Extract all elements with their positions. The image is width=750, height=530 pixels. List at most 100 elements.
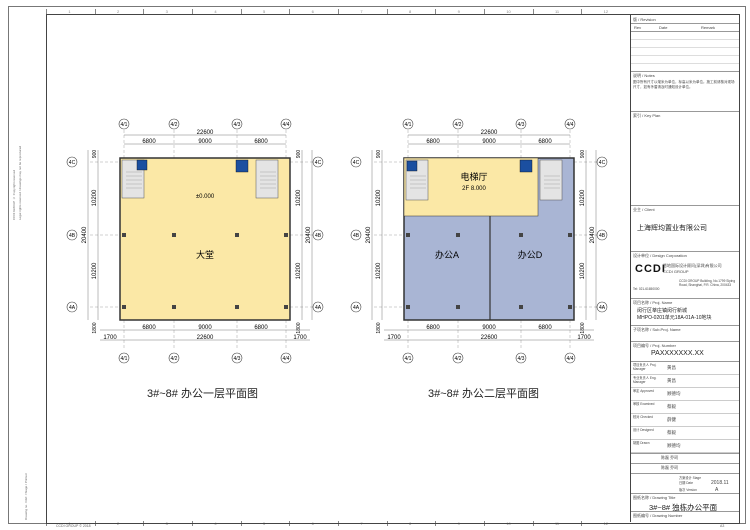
role-label: 项目负责人 Proj. Manager (633, 363, 657, 371)
dim-bottom-sub: 9000 (198, 325, 212, 331)
ruler-tick (192, 9, 193, 14)
side-note-1: CCDI GROUP © Copyright reserved (12, 169, 16, 220)
dim-bottom: 1700 (577, 335, 591, 341)
grid-label: 4/3 (518, 356, 525, 362)
side-note-3: Drawing no. / Ref. / Stage / Printed (24, 473, 28, 520)
grid-label: 4/4 (283, 122, 290, 128)
dim-bottom-sub: 6800 (254, 325, 268, 331)
dim-bottom: 22600 (197, 335, 214, 341)
grid-bubbles-top: 4/1 4/2 4/3 4/4 (402, 118, 576, 130)
drawing-title-header: 图纸名称 / Drawing Title (633, 495, 676, 500)
design-name-cn: 悉地国际设计顾问(深圳)有限公司 (663, 263, 722, 268)
side-note-2: Legal rights reserved / drawings may not… (18, 145, 22, 220)
footer-copyright: CCDI GROUP © 2018 (56, 524, 91, 528)
dim-left-total: 20400 (82, 226, 88, 243)
dim-bottom-sub: 6800 (538, 325, 552, 331)
dim-bottom: 1700 (387, 335, 401, 341)
dim-left-total: 20400 (366, 226, 372, 243)
drawing-frame (46, 14, 740, 524)
grid-label: 4/4 (567, 356, 574, 362)
role-label: 专业负责人 Eng. Manager (633, 376, 657, 384)
role-label: 校对 Checked (633, 415, 653, 419)
ruler-tick (46, 9, 47, 14)
dim-span: 6800 (254, 139, 268, 145)
ruler-tick (338, 9, 339, 14)
grid-label-side: 4A (353, 305, 360, 311)
ruler-number: 6 (311, 9, 314, 14)
grid-label: 4/4 (567, 122, 574, 128)
ruler-number: 10 (506, 9, 511, 14)
ruler-number: 1 (68, 9, 71, 14)
job-header: 项目编号 / Proj. Number (633, 343, 676, 348)
ruler-number: 9 (457, 9, 460, 14)
role-label: 制图 Drawn (633, 441, 650, 445)
version-label: 版次 Version (679, 488, 697, 492)
dim-span: 9000 (198, 139, 212, 145)
version-value: A (715, 487, 719, 493)
dim-span: 6800 (426, 139, 440, 145)
client-header: 业主 / Client (633, 207, 655, 212)
plan-title-first-floor: 3#~8# 办公一层平面图 (147, 388, 258, 400)
drawing-no-header: 图纸编号 / Drawing Number (633, 513, 683, 518)
dim-span: 6800 (538, 139, 552, 145)
rev-col: Remark (701, 25, 716, 30)
ruler-number: 5 (263, 9, 266, 14)
role-divider (631, 413, 739, 414)
dim-bottom: 1700 (103, 335, 117, 341)
dim-right-span: 10200 (580, 189, 586, 206)
design-name-en: CCDI GROUP (663, 269, 689, 274)
revision-header: 版 / Revision (633, 17, 656, 22)
side-notes: CCDI GROUP © Copyright reserved Legal ri… (10, 20, 40, 520)
role-name: 蔡毅 (667, 430, 676, 435)
ruler-tick (435, 9, 437, 14)
dim-total-top: 22600 (197, 130, 214, 136)
dim-bottom-sub: 9000 (482, 325, 496, 331)
dim-right-span: 10200 (296, 189, 302, 206)
ruler-tick (94, 9, 96, 14)
plan-second-floor: 4/1 4/2 4/3 4/4 22600 6800 9000 6800 电梯厅… (350, 118, 608, 364)
rev-col: Rev (634, 25, 642, 30)
project-header: 项目名称 / Proj. Name (633, 300, 673, 305)
ruler-tick (484, 9, 485, 14)
plan-first-floor: 4/1 4/2 4/3 4/4 22600 6800 9000 6800 ±0.… (66, 118, 324, 364)
notes-text: 图中所有尺寸以毫米为单位，标高以米为单位。施工前请核对现场尺寸，如有矛盾请及时通… (633, 80, 735, 89)
role-name: 顾德均 (667, 443, 681, 448)
dim-left-span: 10200 (376, 262, 382, 279)
grid-label-side: 4C (353, 160, 360, 166)
ruler-tick (386, 9, 388, 14)
grid-label: 4/2 (455, 356, 462, 362)
dim-left-span: 10200 (376, 189, 382, 206)
client-name: 上海辉均置业有限公司 (637, 225, 707, 232)
dim-right-span: 10200 (580, 262, 586, 279)
dim-small: 900 (376, 150, 382, 159)
dim-right-total: 20400 (306, 226, 312, 243)
role-name: 薛健 (667, 417, 676, 422)
ccdi-logo: CCDI (635, 263, 666, 275)
grid-label-side: 4B (315, 233, 322, 239)
signature: 陈磊 乔珂 (661, 465, 679, 470)
ruler-tick (532, 9, 534, 14)
grid-label-side: 4C (599, 160, 606, 166)
role-divider (631, 374, 739, 375)
ruler-tick (143, 9, 145, 14)
dim-left-span: 10200 (92, 189, 98, 206)
role-divider (631, 426, 739, 427)
ruler-number: 4 (214, 9, 217, 14)
stage-label: 方案设计 Stage (679, 476, 701, 480)
dim-total-top: 22600 (481, 130, 498, 136)
dim-small: 900 (296, 150, 302, 159)
grid-label: 4/1 (121, 122, 128, 128)
room-label-office-a: 办公A (435, 249, 459, 260)
room-label-office-d: 办公D (518, 249, 543, 260)
role-label: 审核 Examined (633, 402, 655, 406)
date-value: 2018.11 (711, 480, 729, 486)
level-label: 2F 8.000 (462, 186, 486, 192)
level-label: ±0.000 (196, 194, 215, 200)
job-number: PAXXXXXXX.XX (651, 350, 704, 357)
design-address: CCDI GROUP Building, No.1799 Siping Road… (679, 279, 736, 287)
room-label-elevator-hall: 电梯厅 (460, 171, 487, 182)
signature: 陈磊 乔珂 (661, 455, 679, 460)
ruler-number: 12 (603, 9, 609, 14)
grid-label: 4/2 (171, 122, 178, 128)
ruler-number: 3 (165, 9, 168, 14)
